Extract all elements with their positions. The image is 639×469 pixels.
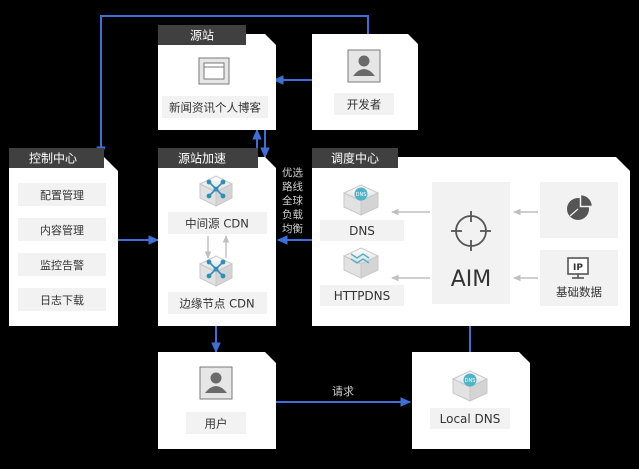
acceleration-title: 源站加速 — [178, 152, 226, 166]
vertical-label-5: 均衡 — [282, 223, 303, 235]
vertical-label-3: 全球 — [282, 194, 303, 207]
httpdns-label: HTTPDNS — [334, 289, 391, 303]
local-dns-label: Local DNS — [440, 412, 501, 426]
scheduling-center-panel: 调度中心 DNS DNS HTTPDNS — [312, 148, 630, 326]
dns-icon-text: DNS — [356, 192, 367, 198]
acceleration-panel: 源站加速 中间源 CDN — [158, 148, 276, 326]
ip-icon-text: IP — [573, 263, 583, 273]
edge-cdn-card — [168, 292, 267, 314]
control-item-config — [18, 183, 106, 206]
developer-label: 开发者 — [347, 98, 382, 112]
vertical-label-1: 优选 — [282, 166, 303, 179]
control-item-content-label: 内容管理 — [40, 223, 84, 237]
local-dns-icon-text: DNS — [465, 378, 476, 384]
user-person-icon — [199, 366, 233, 400]
edge-cdn-label: 边缘节点 CDN — [179, 297, 254, 311]
sync-arrows — [204, 235, 230, 259]
vertical-label-2: 路线 — [282, 180, 303, 193]
vertical-label-4: 负载 — [282, 208, 303, 221]
user-panel: 用户 — [158, 352, 276, 449]
dns-label: DNS — [349, 224, 375, 238]
arrow-developer-to-control — [96, 15, 369, 158]
network-node-icon — [198, 175, 234, 207]
request-label: 请求 — [332, 385, 354, 398]
scheduling-center-title: 调度中心 — [331, 151, 379, 166]
control-item-monitor — [18, 253, 106, 276]
ip-monitor-icon: IP — [567, 257, 589, 279]
pie-chart-icon — [567, 193, 594, 220]
aim-output-arrows — [391, 208, 538, 282]
intermediate-cdn-card — [168, 212, 267, 234]
blog-label: 新闻资讯个人博客 — [169, 101, 261, 115]
developer-panel: 开发者 — [312, 34, 418, 130]
control-item-content — [18, 218, 106, 241]
local-dns-panel: DNS Local DNS — [412, 352, 530, 449]
browser-window-icon — [198, 57, 230, 85]
person-icon — [347, 49, 381, 83]
edge-node-icon — [198, 255, 234, 287]
source-site-header — [158, 25, 246, 45]
control-item-monitor-label: 监控告警 — [40, 258, 84, 272]
source-site-panel: 源站 新闻资讯个人博客 — [158, 25, 276, 130]
aim-label: AIM — [451, 267, 492, 292]
local-dns-server-icon: DNS — [451, 370, 489, 402]
dns-card — [320, 220, 404, 241]
vertical-routing-label: 优选 路线 全球 负载 均衡 — [282, 166, 303, 235]
blog-card — [162, 96, 268, 118]
source-site-title: 源站 — [190, 29, 214, 43]
control-item-config-label: 配置管理 — [40, 188, 84, 202]
acceleration-header — [158, 148, 258, 168]
target-icon — [451, 211, 491, 251]
developer-card — [334, 93, 394, 115]
control-item-logs — [18, 288, 106, 311]
httpdns-server-icon — [342, 247, 380, 279]
user-label: 用户 — [205, 417, 228, 431]
scheduling-center-header — [312, 148, 398, 168]
user-card — [186, 412, 246, 434]
control-center-title: 控制中心 — [29, 151, 77, 166]
control-center-panel: 控制中心 配置管理 内容管理 监控告警 日志下载 — [9, 148, 118, 326]
control-item-logs-label: 日志下载 — [40, 294, 84, 307]
base-data-label: 基础数据 — [556, 285, 602, 299]
local-dns-card — [430, 408, 510, 429]
connectors — [96, 15, 475, 407]
httpdns-card — [320, 285, 404, 306]
intermediate-cdn-label: 中间源 CDN — [185, 217, 249, 231]
dns-server-icon: DNS — [342, 184, 380, 216]
control-center-header — [9, 148, 104, 168]
